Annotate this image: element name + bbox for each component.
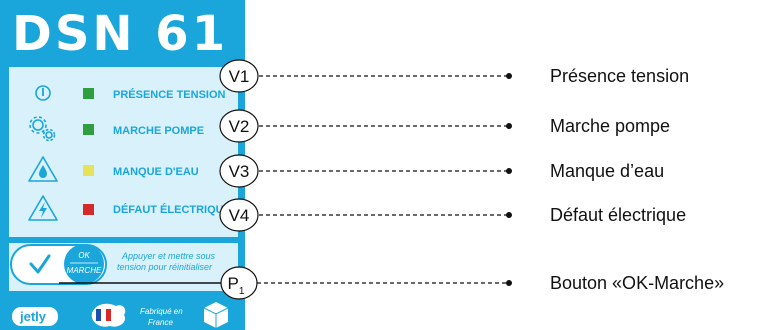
made-in-line2: France [148,318,173,327]
callout-marker [219,154,259,188]
led-green-pump [83,124,94,135]
callout-marker [219,109,259,143]
led-yellow-water [83,165,94,176]
made-in-line1: Fabriqué en [140,307,183,316]
status-row-electric: DÉFAUT ÉLECTRIQUE [28,195,231,221]
callout-dot [506,123,512,129]
row-label-presence: PRÉSENCE TENSION [113,88,226,101]
electric-warning-icon [28,195,58,221]
callout-marker [219,59,259,93]
panel-footer: jetly Fabriqué en France [12,302,229,328]
brand-name: jetly [19,309,47,324]
device-panel: DSN 61 PRÉSENCE TENSION MARCHE POMPE [0,0,245,330]
callout-dot [506,168,512,174]
callout-dot [506,280,512,286]
callout-dot [506,73,512,79]
callout-tag-v2: V2 [229,117,250,136]
callout-desc-p1: Bouton «OK-Marche» [550,273,724,293]
callout-tag-v3: V3 [229,162,250,181]
callout-tag-v4: V4 [229,206,250,225]
ok-marche-button[interactable]: OK MARCHE [10,244,107,285]
callout-tag-sub: 1 [239,286,245,297]
led-red-electric [83,204,94,215]
callout-p1: P1 Bouton «OK-Marche» [59,266,724,300]
ok-knob[interactable] [64,244,104,284]
status-area [9,67,238,237]
callout-desc-v4: Défaut électrique [550,205,686,225]
callout-desc-v2: Marche pompe [550,116,670,136]
callout-dot [506,212,512,218]
callout-tag-p1: P1 [228,274,245,297]
callout-v1: V1 Présence tension [219,59,689,93]
row-label-water: MANQUE D'EAU [113,166,199,178]
ok-label: OK [78,251,90,260]
row-label-pump: MARCHE POMPE [113,125,204,137]
callout-v4: V4 Défaut électrique [219,198,686,232]
callout-desc-v1: Présence tension [550,66,689,86]
brand-logo [12,307,58,326]
check-icon [29,254,51,274]
callout-tag-letter: P [228,274,239,293]
panel-title: DSN 61 [12,6,228,62]
gears-icon [29,116,56,142]
callout-marker [220,266,258,300]
marche-label: MARCHE [67,266,102,275]
water-drop-warning-icon [28,156,58,182]
reset-instruction-line2: tension pour réinitialiser [117,262,213,272]
status-row-pump: MARCHE POMPE [29,116,204,142]
callout-desc-v3: Manque d’eau [550,161,664,181]
row-label-electric: DÉFAUT ÉLECTRIQUE [113,203,231,216]
callout-v3: V3 Manque d’eau [219,154,664,188]
callout-marker [219,198,259,232]
callout-v2: V2 Marche pompe [219,109,670,143]
recycle-box-icon [203,302,229,328]
reset-instruction-line1: Appuyer et mettre sous [121,251,216,261]
status-row-water: MANQUE D'EAU [28,156,199,182]
status-row-presence: PRÉSENCE TENSION [35,85,226,101]
power-icon [35,85,51,101]
led-green-presence [83,88,94,99]
callout-tag-v1: V1 [229,67,250,86]
